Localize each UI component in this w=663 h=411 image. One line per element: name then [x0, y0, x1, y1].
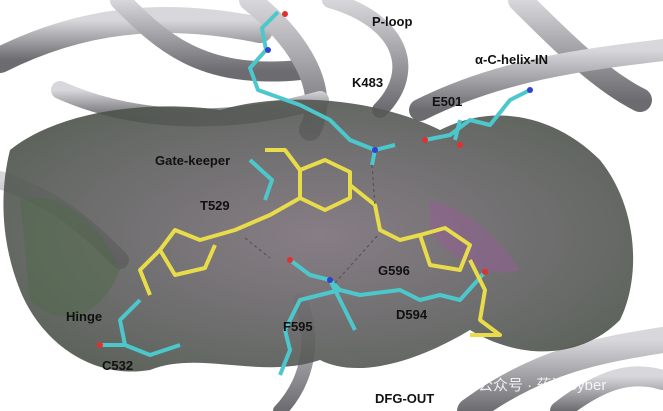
label-c532: C532	[102, 358, 134, 373]
label-dfg-out: DFG-OUT	[375, 391, 435, 406]
wechat-icon	[452, 376, 474, 393]
ligand-sticks	[138, 148, 502, 337]
binding-pocket-surface	[3, 99, 634, 372]
label-k483: K483	[352, 75, 384, 90]
label-e501: E501	[432, 94, 463, 109]
watermark: 公众号 · 药渡Cyber	[452, 374, 606, 395]
label-g596: G596	[378, 263, 410, 278]
label-ac-helix-in: α-C-helix-IN	[475, 52, 548, 67]
label-d594: D594	[396, 307, 428, 322]
label-p-loop: P-loop	[372, 14, 413, 29]
residue-sticks	[100, 10, 531, 376]
label-t529: T529	[200, 198, 230, 213]
label-hinge: Hinge	[66, 309, 103, 324]
label-gatekeeper: Gate-keeper	[155, 153, 231, 168]
label-f595: F595	[283, 319, 313, 334]
watermark-text: 公众号 · 药渡Cyber	[478, 377, 607, 394]
